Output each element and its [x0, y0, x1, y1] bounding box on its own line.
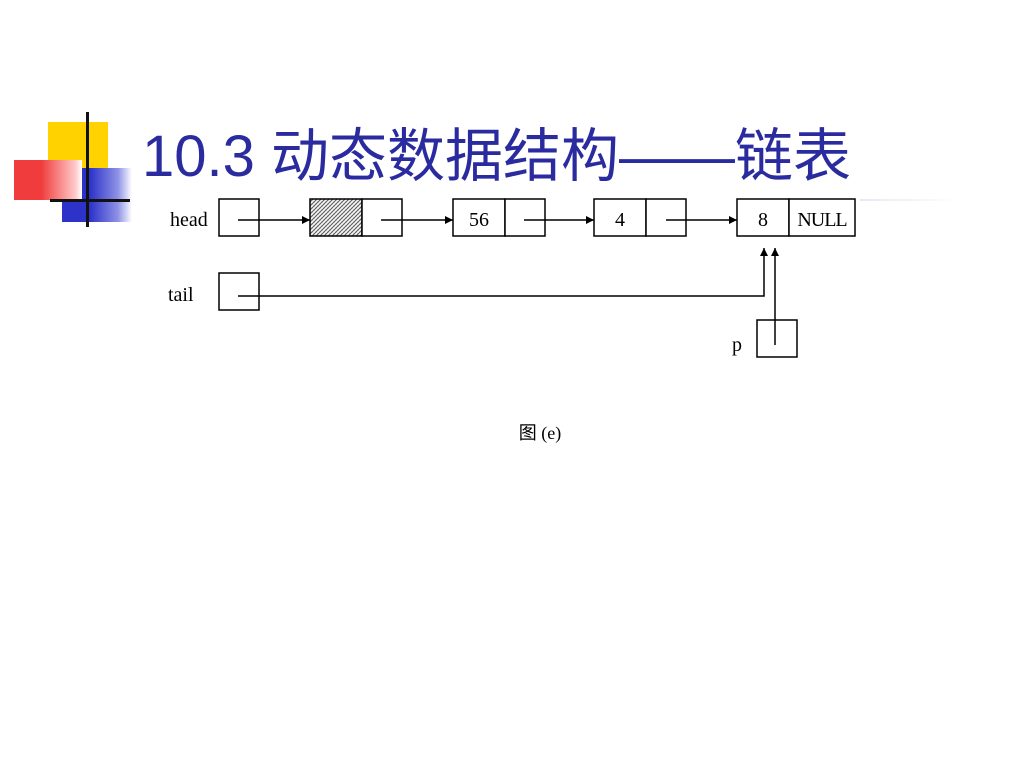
list-node: 8 NULL — [736, 198, 856, 237]
node-data-cell — [309, 198, 363, 237]
node-next-cell — [361, 198, 403, 237]
node-value: 4 — [615, 209, 625, 231]
title-underline — [860, 199, 960, 201]
node-data-cell — [736, 198, 790, 237]
list-node: 4 — [593, 198, 687, 237]
tail-pointer-box — [218, 272, 260, 311]
head-label: head — [170, 209, 208, 231]
p-label: p — [732, 334, 742, 356]
node-data-cell — [593, 198, 647, 237]
node-next-cell — [788, 198, 856, 237]
deco-red-square — [14, 160, 82, 200]
tail-label: tail — [168, 284, 194, 306]
list-node — [309, 198, 403, 237]
deco-horizontal-line — [50, 199, 130, 202]
list-node: 56 — [452, 198, 546, 237]
node-next-null: NULL — [797, 209, 847, 231]
node-value: 8 — [758, 209, 768, 231]
node-next-cell — [504, 198, 546, 237]
tail-arrow — [238, 248, 768, 297]
p-pointer-box — [756, 319, 798, 358]
figure-caption: 图 (e) — [518, 423, 562, 443]
head-pointer-box — [218, 198, 260, 237]
deco-vertical-line — [86, 112, 89, 227]
node-value: 56 — [469, 209, 489, 231]
slide-title: 10.3 动态数据结构——链表 — [142, 124, 851, 189]
node-data-cell — [452, 198, 506, 237]
node-next-cell — [645, 198, 687, 237]
